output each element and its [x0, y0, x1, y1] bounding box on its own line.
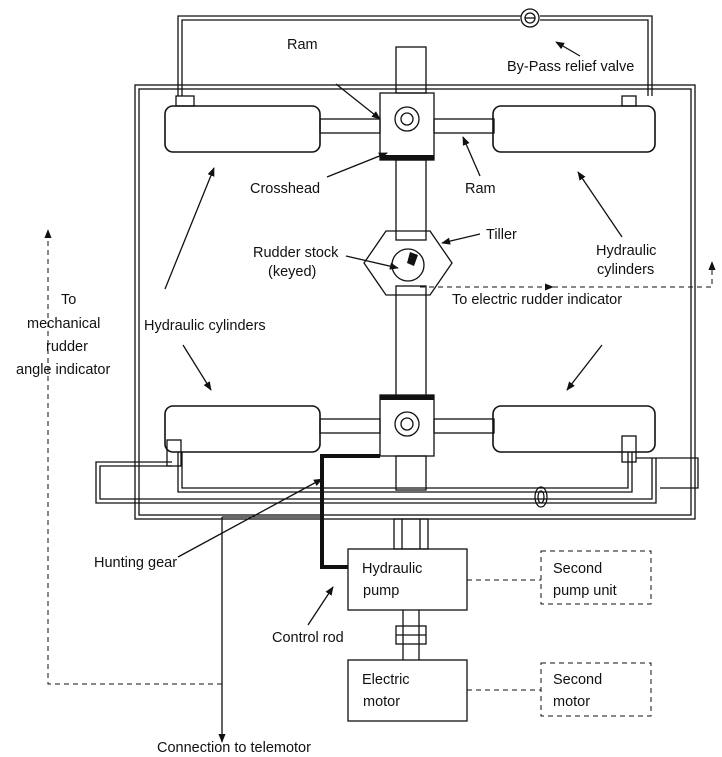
- to-mech-label-4: angle indicator: [16, 362, 110, 378]
- ram-top-label: Ram: [287, 37, 318, 53]
- pump-label-1: Hydraulic: [362, 561, 422, 577]
- control-rod-label: Control rod: [272, 630, 344, 646]
- hunting-gear-linkage: [320, 454, 380, 569]
- pump-coupling-top: [393, 518, 429, 550]
- cylinder-bottom-right: [492, 405, 656, 453]
- second-motor-label-1: Second: [553, 672, 602, 688]
- hyd-cyl-right-label-1: Hydraulic: [596, 243, 656, 259]
- hydraulic-pump: [347, 548, 468, 611]
- bypass-pipe-top: [177, 15, 653, 96]
- rudder-stock-label: Rudder stock: [253, 245, 339, 261]
- motor-label-1: Electric: [362, 672, 410, 688]
- bypass-valve-label: By-Pass relief valve: [507, 59, 634, 75]
- crosshead-bottom: [379, 394, 435, 457]
- tiller-label: Tiller: [486, 227, 517, 243]
- motor-label-2: motor: [363, 694, 400, 710]
- hyd-cyl-left-label: Hydraulic cylinders: [144, 318, 266, 334]
- ram-mid-label: Ram: [465, 181, 496, 197]
- second-pump-unit-box: [540, 550, 652, 605]
- bottom-pipe-loops: [95, 448, 699, 504]
- second-pump-label-1: Second: [553, 561, 602, 577]
- to-electric-label: To electric rudder indicator: [452, 292, 622, 308]
- electric-motor: [347, 659, 468, 722]
- cylinder-bottom-left: [164, 405, 321, 453]
- crosshead-top: [379, 92, 435, 161]
- rudder-stock-keyed-label: (keyed): [268, 264, 316, 280]
- pump-motor-coupling: [395, 610, 427, 660]
- bottom-valve-icon: [534, 486, 548, 508]
- telemotor-label: Connection to telemotor: [157, 740, 311, 756]
- to-mech-label-2: mechanical: [27, 316, 100, 332]
- cylinder-top-right: [492, 105, 656, 153]
- second-pump-label-2: pump unit: [553, 583, 617, 599]
- ram-bottom: [319, 418, 495, 434]
- crosshead-label: Crosshead: [250, 181, 320, 197]
- hunting-gear-label: Hunting gear: [94, 555, 177, 571]
- to-mech-label-1: To: [61, 292, 76, 308]
- bypass-valve-icon: [520, 8, 540, 28]
- pump-label-2: pump: [363, 583, 399, 599]
- to-mech-label-3: rudder: [46, 339, 88, 355]
- second-motor-label-2: motor: [553, 694, 590, 710]
- hyd-cyl-right-label-2: cylinders: [597, 262, 654, 278]
- cylinder-top-left: [164, 105, 321, 153]
